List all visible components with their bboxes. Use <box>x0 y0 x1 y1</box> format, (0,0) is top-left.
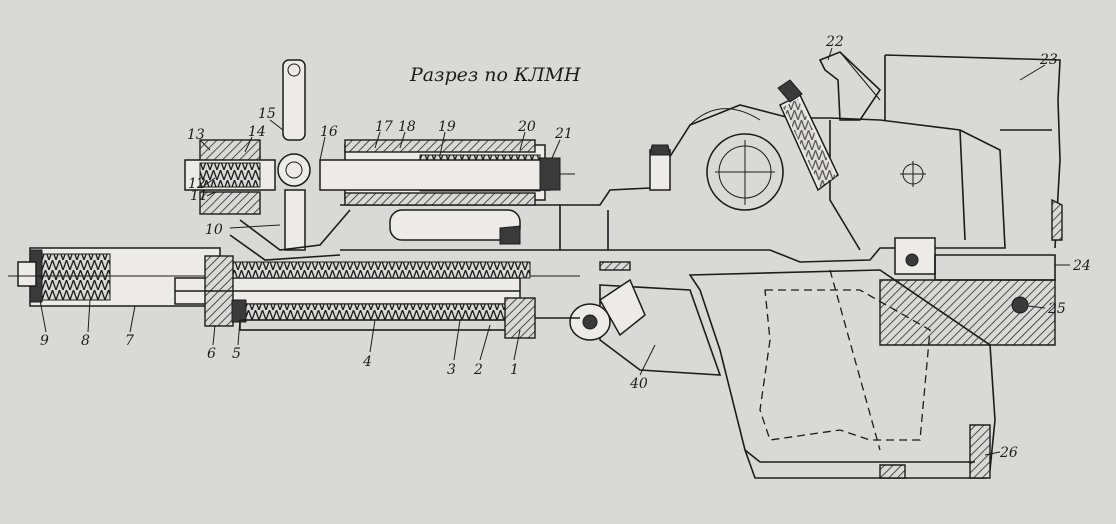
callout-9: 9 <box>40 333 49 349</box>
lower-tube-assembly <box>8 247 580 339</box>
callout-40: 40 <box>629 376 648 392</box>
callout-12: 12 <box>188 176 206 192</box>
callout-26: 26 <box>999 445 1018 461</box>
callout-13: 13 <box>187 127 205 143</box>
connecting-link <box>569 261 722 376</box>
pistol-grip <box>688 269 996 479</box>
stock-screw <box>1011 296 1029 314</box>
stock-block <box>879 237 1056 346</box>
top-post <box>282 59 306 141</box>
callout-25: 25 <box>1047 301 1066 317</box>
pivot-circle <box>706 133 784 211</box>
callout-14: 14 <box>248 124 266 140</box>
callout-20: 20 <box>517 119 536 135</box>
callout-8: 8 <box>81 333 90 349</box>
callout-17: 17 <box>375 119 393 135</box>
callout-7: 7 <box>125 333 134 349</box>
callout-6: 6 <box>207 346 216 362</box>
callout-1: 1 <box>510 362 519 378</box>
callout-10: 10 <box>205 222 223 238</box>
small-screw <box>649 144 671 191</box>
callout-15: 15 <box>258 106 276 122</box>
latch <box>818 51 882 121</box>
callout-18: 18 <box>398 119 416 135</box>
callout-19: 19 <box>438 119 456 135</box>
joint-ring <box>277 153 311 187</box>
callout-5: 5 <box>232 346 241 362</box>
receiver-body <box>340 104 1006 263</box>
callout-2: 2 <box>473 362 483 378</box>
upper-buffer-assembly <box>184 59 575 261</box>
top-cover <box>884 54 1063 249</box>
callout-24: 24 <box>1072 258 1091 274</box>
angled-screw <box>777 79 839 192</box>
callout-11: 11 <box>190 188 208 204</box>
callout-4: 4 <box>362 354 372 370</box>
leader-lines <box>39 47 1070 456</box>
callout-23: 23 <box>1039 52 1058 68</box>
callout-labels: 1 2 3 4 5 6 7 8 9 10 11 12 13 14 15 16 1… <box>40 34 1091 461</box>
callout-3: 3 <box>447 362 456 378</box>
callout-22: 22 <box>825 34 844 50</box>
callout-21: 21 <box>554 126 573 142</box>
section-caption: Разрез по КЛМН <box>409 64 581 86</box>
callout-16: 16 <box>320 124 338 140</box>
